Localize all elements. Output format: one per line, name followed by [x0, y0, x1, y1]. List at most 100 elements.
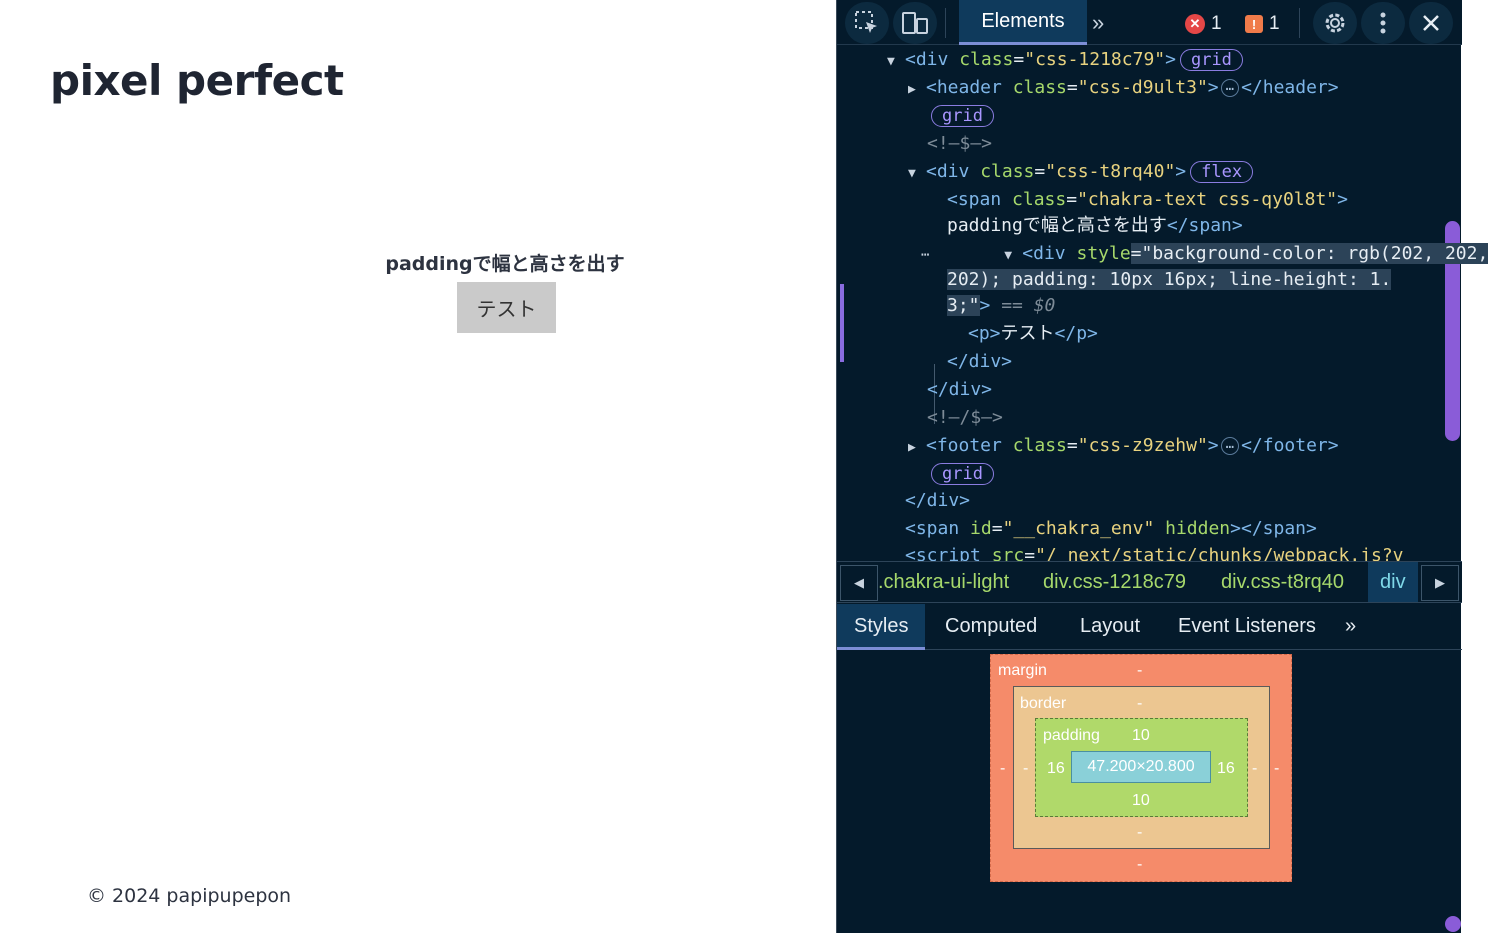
padding-label: padding	[1043, 727, 1100, 744]
tab-elements[interactable]: Elements	[959, 0, 1087, 45]
breadcrumb-item[interactable]: div.css-1218c79	[1043, 571, 1187, 593]
styles-subtabs: Styles Computed Layout Event Listeners »	[837, 604, 1462, 650]
indent-guide	[934, 364, 935, 424]
tab-event-listeners[interactable]: Event Listeners	[1178, 615, 1316, 637]
tree-node-selected-div-end[interactable]: 3;"> == $0	[947, 293, 1055, 319]
expand-triangle-icon[interactable]: ▼	[1004, 248, 1013, 263]
attr-name: src	[991, 545, 1025, 566]
box-model-diagram: 47.200×20.800 margin - - - - border - - …	[990, 654, 1292, 882]
margin-label: margin	[998, 662, 1047, 679]
tree-node-flex-div[interactable]: ▼<div class="css-t8rq40">flex	[908, 159, 1254, 185]
tree-node-script[interactable]: <script src="/_next/static/chunks/webpac…	[905, 545, 1404, 566]
tree-node-selected-div[interactable]: ⋯ ▼<div style="background-color: rgb(202…	[921, 241, 1488, 267]
tag-close: >	[1165, 49, 1176, 70]
site-title: pixel perfect	[50, 56, 344, 105]
breadcrumb-item[interactable]: div.css-t8rq40	[1221, 571, 1345, 593]
close-icon[interactable]	[1409, 2, 1453, 44]
tree-node-selected-div-cont[interactable]: 202); padding: 10px 16px; line-height: 1…	[947, 267, 1392, 293]
breadcrumb-item[interactable]: .chakra-ui-light	[878, 571, 1010, 593]
tree-node-close[interactable]: </div>	[905, 488, 970, 514]
attr-value: "css-1218c79"	[1024, 49, 1166, 70]
padding-top-value[interactable]: 10	[1132, 727, 1150, 744]
margin-right-value[interactable]: -	[1274, 760, 1280, 777]
padding-left-value[interactable]: 16	[1047, 760, 1065, 777]
attr-name: id	[970, 518, 992, 539]
error-badge[interactable]: ✕ 1	[1185, 11, 1222, 37]
tag-end: </header>	[1241, 77, 1339, 98]
tag-open: <span	[947, 189, 1002, 210]
more-tabs-icon[interactable]: »	[1092, 10, 1105, 35]
breadcrumb-scroll-right-icon[interactable]: ▶	[1421, 565, 1459, 601]
tree-node-close[interactable]: </div>	[947, 349, 1012, 375]
tag-end: </p>	[1054, 323, 1098, 344]
tree-node-close[interactable]: </div>	[927, 377, 992, 403]
more-actions-icon[interactable]: ⋯	[921, 247, 930, 263]
collapse-triangle-icon[interactable]: ▶	[908, 82, 916, 97]
expand-triangle-icon[interactable]: ▼	[908, 166, 916, 181]
gear-icon[interactable]	[1313, 2, 1357, 44]
console-ref: == $0	[1001, 295, 1056, 316]
border-right-value[interactable]: -	[1252, 760, 1258, 777]
tag-open: <header	[926, 77, 1002, 98]
tag-open: <div	[1022, 243, 1066, 264]
breadcrumb-item-active[interactable]: div	[1368, 562, 1418, 602]
ellipsis-badge[interactable]: …	[1220, 437, 1240, 455]
grid-badge[interactable]: grid	[1179, 49, 1243, 71]
tree-node-header-badge: grid	[927, 103, 994, 129]
breadcrumb: ◀ .chakra-ui-light div.css-1218c79 div.c…	[837, 561, 1462, 603]
demo-box-text: テスト	[476, 297, 537, 321]
attr-value-selected: 202); padding: 10px 16px; line-height: 1…	[947, 269, 1392, 290]
tag-open: <div	[905, 49, 949, 70]
box-model-content[interactable]: 47.200×20.800	[1071, 751, 1211, 783]
flex-badge[interactable]: flex	[1190, 161, 1254, 183]
grid-badge[interactable]: grid	[931, 105, 994, 127]
kebab-menu-icon[interactable]	[1361, 2, 1405, 44]
tree-node-comment[interactable]: <!—$—>	[927, 131, 992, 157]
tag-end: ></span>	[1230, 518, 1317, 539]
tag-open: <div	[926, 161, 970, 182]
text-node: テスト	[1000, 323, 1055, 344]
attr-value: "css-t8rq40"	[1045, 161, 1176, 182]
breadcrumb-scroll-left-icon[interactable]: ◀	[840, 565, 878, 601]
warning-badge[interactable]: ! 1	[1245, 11, 1280, 37]
padding-bottom-value[interactable]: 10	[1132, 792, 1150, 809]
html-comment: <!—/$—>	[927, 407, 1003, 428]
border-left-value[interactable]: -	[1023, 760, 1029, 777]
tab-styles[interactable]: Styles	[837, 604, 926, 650]
tab-layout[interactable]: Layout	[1080, 615, 1141, 637]
attr-value: "chakra-text css-qy0l8t"	[1077, 189, 1338, 210]
margin-bottom-value[interactable]: -	[1137, 856, 1143, 873]
padding-right-value[interactable]: 16	[1217, 760, 1235, 777]
tree-scrollbar[interactable]	[1445, 221, 1460, 441]
grid-badge[interactable]: grid	[931, 463, 994, 485]
ellipsis-badge[interactable]: …	[1220, 79, 1240, 97]
border-top-value[interactable]: -	[1137, 695, 1143, 712]
tree-node-span-text[interactable]: paddingで幅と高さを出す</span>	[947, 213, 1243, 239]
attr-value: "/_next/static/chunks/webpack.js?v	[1035, 545, 1404, 566]
error-count: 1	[1211, 13, 1222, 34]
margin-top-value[interactable]: -	[1137, 662, 1143, 679]
border-bottom-value[interactable]: -	[1137, 824, 1143, 841]
tree-node-root-div[interactable]: ▼<div class="css-1218c79">grid	[887, 47, 1243, 73]
attr-value-selected: ="background-color: rgb(202, 202,	[1130, 243, 1488, 264]
scroll-indicator[interactable]	[1445, 916, 1461, 932]
tag-open: <footer	[926, 435, 1002, 456]
tag-close: >	[1207, 77, 1219, 98]
device-toolbar-icon[interactable]	[893, 2, 937, 44]
expand-triangle-icon[interactable]: ▼	[887, 54, 895, 69]
tree-node-p[interactable]: <p>テスト</p>	[968, 321, 1098, 347]
tree-node-comment[interactable]: <!—/$—>	[927, 405, 1003, 431]
tree-node-header[interactable]: ▶<header class="css-d9ult3">…</header>	[908, 75, 1339, 101]
tree-node-footer[interactable]: ▶<footer class="css-z9zehw">…</footer>	[908, 433, 1339, 459]
inspect-element-icon[interactable]	[845, 2, 889, 44]
collapse-triangle-icon[interactable]: ▶	[908, 440, 916, 455]
margin-left-value[interactable]: -	[1000, 760, 1006, 777]
tree-node-span[interactable]: <span class="chakra-text css-qy0l8t">	[947, 189, 1348, 210]
tab-computed[interactable]: Computed	[945, 615, 1038, 637]
tag-end: </div>	[927, 379, 993, 400]
more-subtabs-icon[interactable]: »	[1345, 615, 1357, 637]
demo-label: paddingで幅と高さを出す	[385, 253, 625, 275]
attr-name: class	[980, 161, 1035, 182]
tree-node-chakra-env[interactable]: <span id="__chakra_env" hidden></span>	[905, 518, 1317, 539]
tag-open: <span	[905, 518, 960, 539]
